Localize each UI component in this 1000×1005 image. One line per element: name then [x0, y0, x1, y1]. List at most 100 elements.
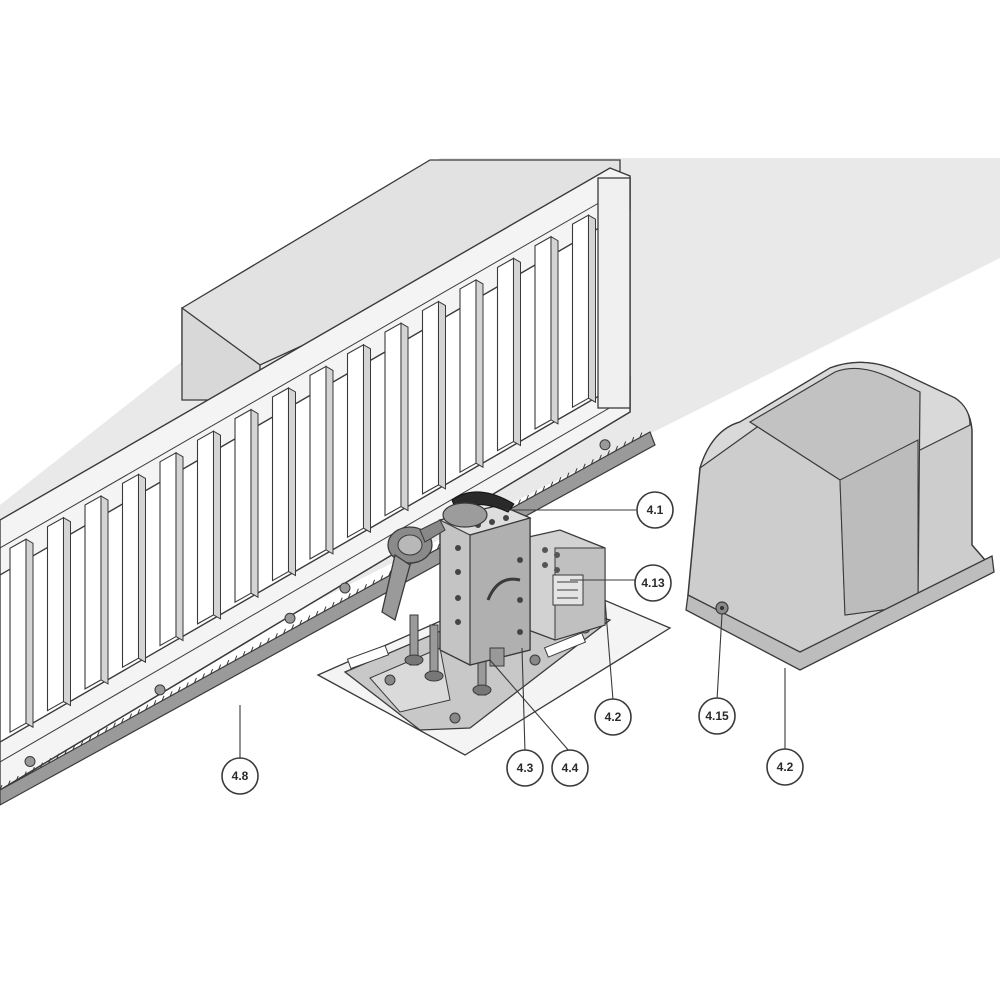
rack-tooth	[40, 762, 43, 768]
callout-4-4: 4.4	[551, 749, 589, 787]
rack-tooth	[558, 476, 562, 483]
rack-tooth	[364, 584, 367, 590]
rack-tooth	[347, 592, 351, 599]
rack-tooth	[15, 775, 19, 782]
baluster	[496, 257, 521, 452]
rack-tooth	[517, 499, 521, 505]
callout-label: 4.2	[777, 760, 794, 774]
baluster	[9, 538, 34, 734]
rack-tooth	[388, 570, 392, 577]
rack-tooth	[266, 637, 270, 643]
callout-label: 4.8	[232, 769, 249, 783]
baluster	[421, 300, 446, 495]
leader-lines	[239, 509, 786, 760]
rack-tooth	[355, 588, 359, 594]
rack-tooth	[137, 708, 141, 715]
sliding-gate	[0, 167, 631, 791]
baluster	[84, 495, 109, 690]
rack-tooth	[631, 436, 635, 443]
callout-4-2-cover: 4.2	[766, 748, 804, 786]
callout-4-2-motor: 4.2	[594, 698, 632, 736]
rack-tooth	[72, 744, 76, 751]
rack-tooth	[542, 485, 546, 492]
rack-tooth	[582, 463, 586, 469]
rack-tooth	[283, 628, 286, 635]
rack-tooth	[534, 490, 538, 496]
rack-tooth	[307, 615, 311, 621]
callout-4-1: 4.1	[636, 491, 674, 529]
rack-tooth	[550, 481, 554, 487]
rack-tooth	[226, 659, 230, 666]
baluster	[384, 322, 409, 517]
callout-label: 4.13	[641, 576, 665, 590]
rack-tooth	[210, 668, 214, 675]
rack-tooth	[129, 713, 133, 719]
wall-block	[181, 159, 621, 401]
rack-tooth	[526, 494, 529, 501]
baluster	[309, 365, 334, 560]
rack-tooth	[153, 700, 157, 706]
callout-4-15: 4.15	[698, 697, 736, 735]
rack-tooth	[56, 753, 60, 759]
rack-tooth	[185, 682, 189, 688]
rack-tooth	[96, 731, 100, 737]
callout-4-8: 4.8	[221, 757, 259, 795]
rack-bolt	[599, 439, 611, 451]
rack-tooth	[590, 459, 594, 465]
rack-tooth	[145, 704, 149, 710]
rack-tooth	[234, 655, 238, 661]
rack-tooth	[80, 740, 84, 746]
rack-tooth	[177, 686, 181, 693]
rack-bolt	[339, 582, 351, 594]
rack-tooth	[274, 633, 278, 639]
callout-label: 4.3	[517, 761, 534, 775]
baluster	[234, 408, 259, 604]
rack-tooth	[331, 601, 335, 608]
gate-balusters	[9, 214, 596, 734]
baluster	[571, 214, 596, 409]
rack-tooth	[323, 606, 327, 612]
rack-tooth	[291, 624, 295, 630]
rack-tooth	[299, 619, 303, 626]
rack-tooth	[623, 441, 627, 447]
rack-tooth	[193, 677, 197, 684]
rack-tooth	[104, 726, 108, 733]
rack-tooth	[31, 766, 35, 773]
rack-tooth	[574, 468, 578, 474]
rack-tooth	[339, 597, 343, 603]
callout-label: 4.15	[705, 709, 729, 723]
rack-tooth	[48, 758, 52, 764]
baluster	[196, 430, 221, 625]
rack-bolt	[24, 755, 36, 767]
baluster	[46, 516, 71, 712]
rack-tooth	[258, 642, 262, 648]
protective-cover	[685, 361, 995, 671]
rack-tooth	[121, 717, 124, 724]
rack-tooth	[7, 780, 11, 786]
rack-tooth	[202, 673, 205, 679]
callout-label: 4.1	[647, 503, 664, 517]
callout-label: 4.2	[605, 710, 622, 724]
rack-tooth	[607, 450, 610, 456]
rack-tooth	[639, 432, 643, 438]
rack-tooth	[112, 722, 116, 728]
rack-tooth	[88, 735, 92, 742]
rack-tooth	[250, 646, 254, 652]
baluster	[159, 451, 184, 647]
rack-bolt	[284, 612, 296, 624]
rack-tooth	[169, 691, 173, 697]
rack-tooth	[315, 610, 319, 617]
rack-tooth	[598, 454, 602, 461]
rack-tooth	[436, 543, 440, 550]
baluster	[459, 279, 484, 474]
rack-tooth	[615, 445, 619, 452]
rack-tooth	[64, 749, 68, 755]
rack-tooth	[242, 650, 246, 657]
callout-label: 4.4	[562, 761, 579, 775]
rack-tooth	[218, 664, 222, 670]
baluster	[271, 387, 296, 582]
callout-4-13: 4.13	[634, 564, 672, 602]
gear-motor	[381, 491, 606, 696]
